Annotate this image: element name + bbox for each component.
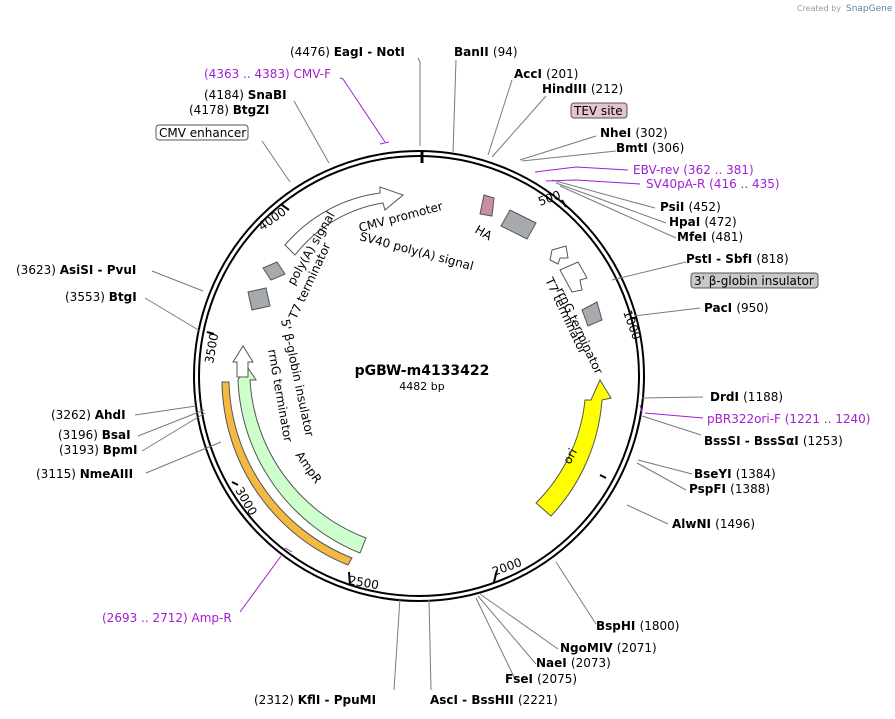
site-label-3: HindIII (212) [542, 82, 623, 96]
site-label-26: (3553) BtgI [65, 290, 137, 304]
feat-ori: ori [560, 446, 580, 466]
site-label-24: (3196) BsaI [58, 428, 131, 442]
boxed-cmv-enhancer: CMV enhancer [155, 124, 249, 141]
boxed-tev-site: TEV site [570, 102, 628, 119]
site-label-13: BseYI (1384) [694, 467, 776, 481]
primer-label-0: (4363 .. 4383) CMV-F [204, 67, 331, 81]
leader-lines [134, 57, 704, 691]
site-label-27: (3623) AsiSI - PvuI [16, 263, 136, 277]
site-label-29: (4184) SnaBI [204, 88, 287, 102]
tick-label-1000: 1000 [620, 308, 644, 341]
site-label-25: (3262) AhdI [51, 408, 126, 422]
primer-labels: (4363 .. 4383) CMV-F EBV-rev (362 .. 381)… [102, 67, 870, 625]
site-label-8: MfeI (481) [677, 230, 743, 244]
svg-text:3' β-globin insulator: 3' β-globin insulator [694, 274, 814, 288]
feat-sv40: SV40 poly(A) signal [358, 229, 475, 273]
site-label-17: NgoMIV (2071) [560, 641, 657, 655]
site-label-11: DrdI (1188) [710, 390, 783, 404]
t7-terminator-right [581, 301, 603, 327]
rrng-arrow-2 [559, 261, 588, 293]
site-label-18: NaeI (2073) [536, 656, 611, 670]
site-label-4: NheI (302) [600, 126, 668, 140]
feat-ha: HA [473, 222, 496, 243]
tick-label-2000: 2000 [490, 555, 523, 579]
tick-label-2500: 2500 [347, 573, 380, 592]
site-label-6: PsiI (452) [660, 200, 721, 214]
site-label-5: BmtI (306) [616, 141, 684, 155]
cmv-promoter-arrow [284, 186, 404, 256]
svg-text:CMV enhancer: CMV enhancer [159, 126, 246, 140]
site-label-7: HpaI (472) [669, 215, 737, 229]
ampr-primer-highlight [221, 381, 353, 566]
site-label-0: (4476) EagI - NotI [290, 45, 405, 59]
t7-terminator-left [247, 287, 271, 311]
ha-tag-shape [479, 194, 495, 217]
site-label-22: (3115) NmeAIII [36, 467, 133, 481]
boxed-3prime-insulator: 3' β-globin insulator [690, 272, 819, 289]
features [221, 186, 612, 566]
site-label-21: (2312) KflI - PpuMI [254, 693, 376, 707]
rrng-arrow-1 [549, 245, 569, 265]
sv40-polya-shape [500, 209, 537, 240]
primer-label-2: SV40pA-R (416 .. 435) [646, 177, 780, 191]
created-by-text: Created by [797, 4, 841, 13]
polya-left-box [262, 261, 286, 281]
plasmid-name: pGBW-m4133422 [355, 363, 490, 379]
site-label-14: PspFI (1388) [689, 482, 770, 496]
backbone-inner [198, 155, 640, 597]
tick-marks [206, 199, 637, 586]
primer-label-4: (2693 .. 2712) Amp-R [102, 611, 232, 625]
site-label-2: AccI (201) [514, 67, 578, 81]
snapgene-logo-text: SnapGene [846, 4, 893, 14]
feat-ampr: AmpR [293, 449, 325, 486]
site-label-28: (4178) BtgZI [189, 103, 269, 117]
ampr-arrow [237, 364, 367, 554]
tick-label-4000: 4000 [256, 204, 289, 233]
enzyme-site-labels: (4476) EagI - NotI BanII (94) AccI (201)Hi… [16, 45, 843, 707]
site-label-1: BanII (94) [454, 45, 518, 59]
insulator-left-arrow [232, 345, 254, 378]
site-label-15: AlwNI (1496) [672, 517, 755, 531]
backbone-outer [193, 150, 645, 602]
tick-label-3500: 3500 [202, 332, 221, 365]
site-label-16: BspHI (1800) [596, 619, 679, 633]
primer-label-3: pBR322ori-F (1221 .. 1240) [707, 412, 870, 426]
primer-label-1: EBV-rev (362 .. 381) [633, 163, 754, 177]
site-label-23: (3193) BpmI [59, 443, 137, 457]
primer-leaders [239, 77, 704, 613]
site-label-10: PacI (950) [704, 301, 769, 315]
svg-text:TEV site: TEV site [573, 104, 623, 118]
site-label-9: PstI - SbfI (818) [686, 252, 789, 266]
site-label-12: BssSI - BssSαI (1253) [704, 434, 843, 448]
ori-arrow [535, 378, 612, 517]
site-label-20: AscI - BssHII (2221) [430, 693, 558, 707]
site-label-19: FseI (2075) [505, 672, 577, 686]
plasmid-length: 4482 bp [399, 380, 444, 393]
